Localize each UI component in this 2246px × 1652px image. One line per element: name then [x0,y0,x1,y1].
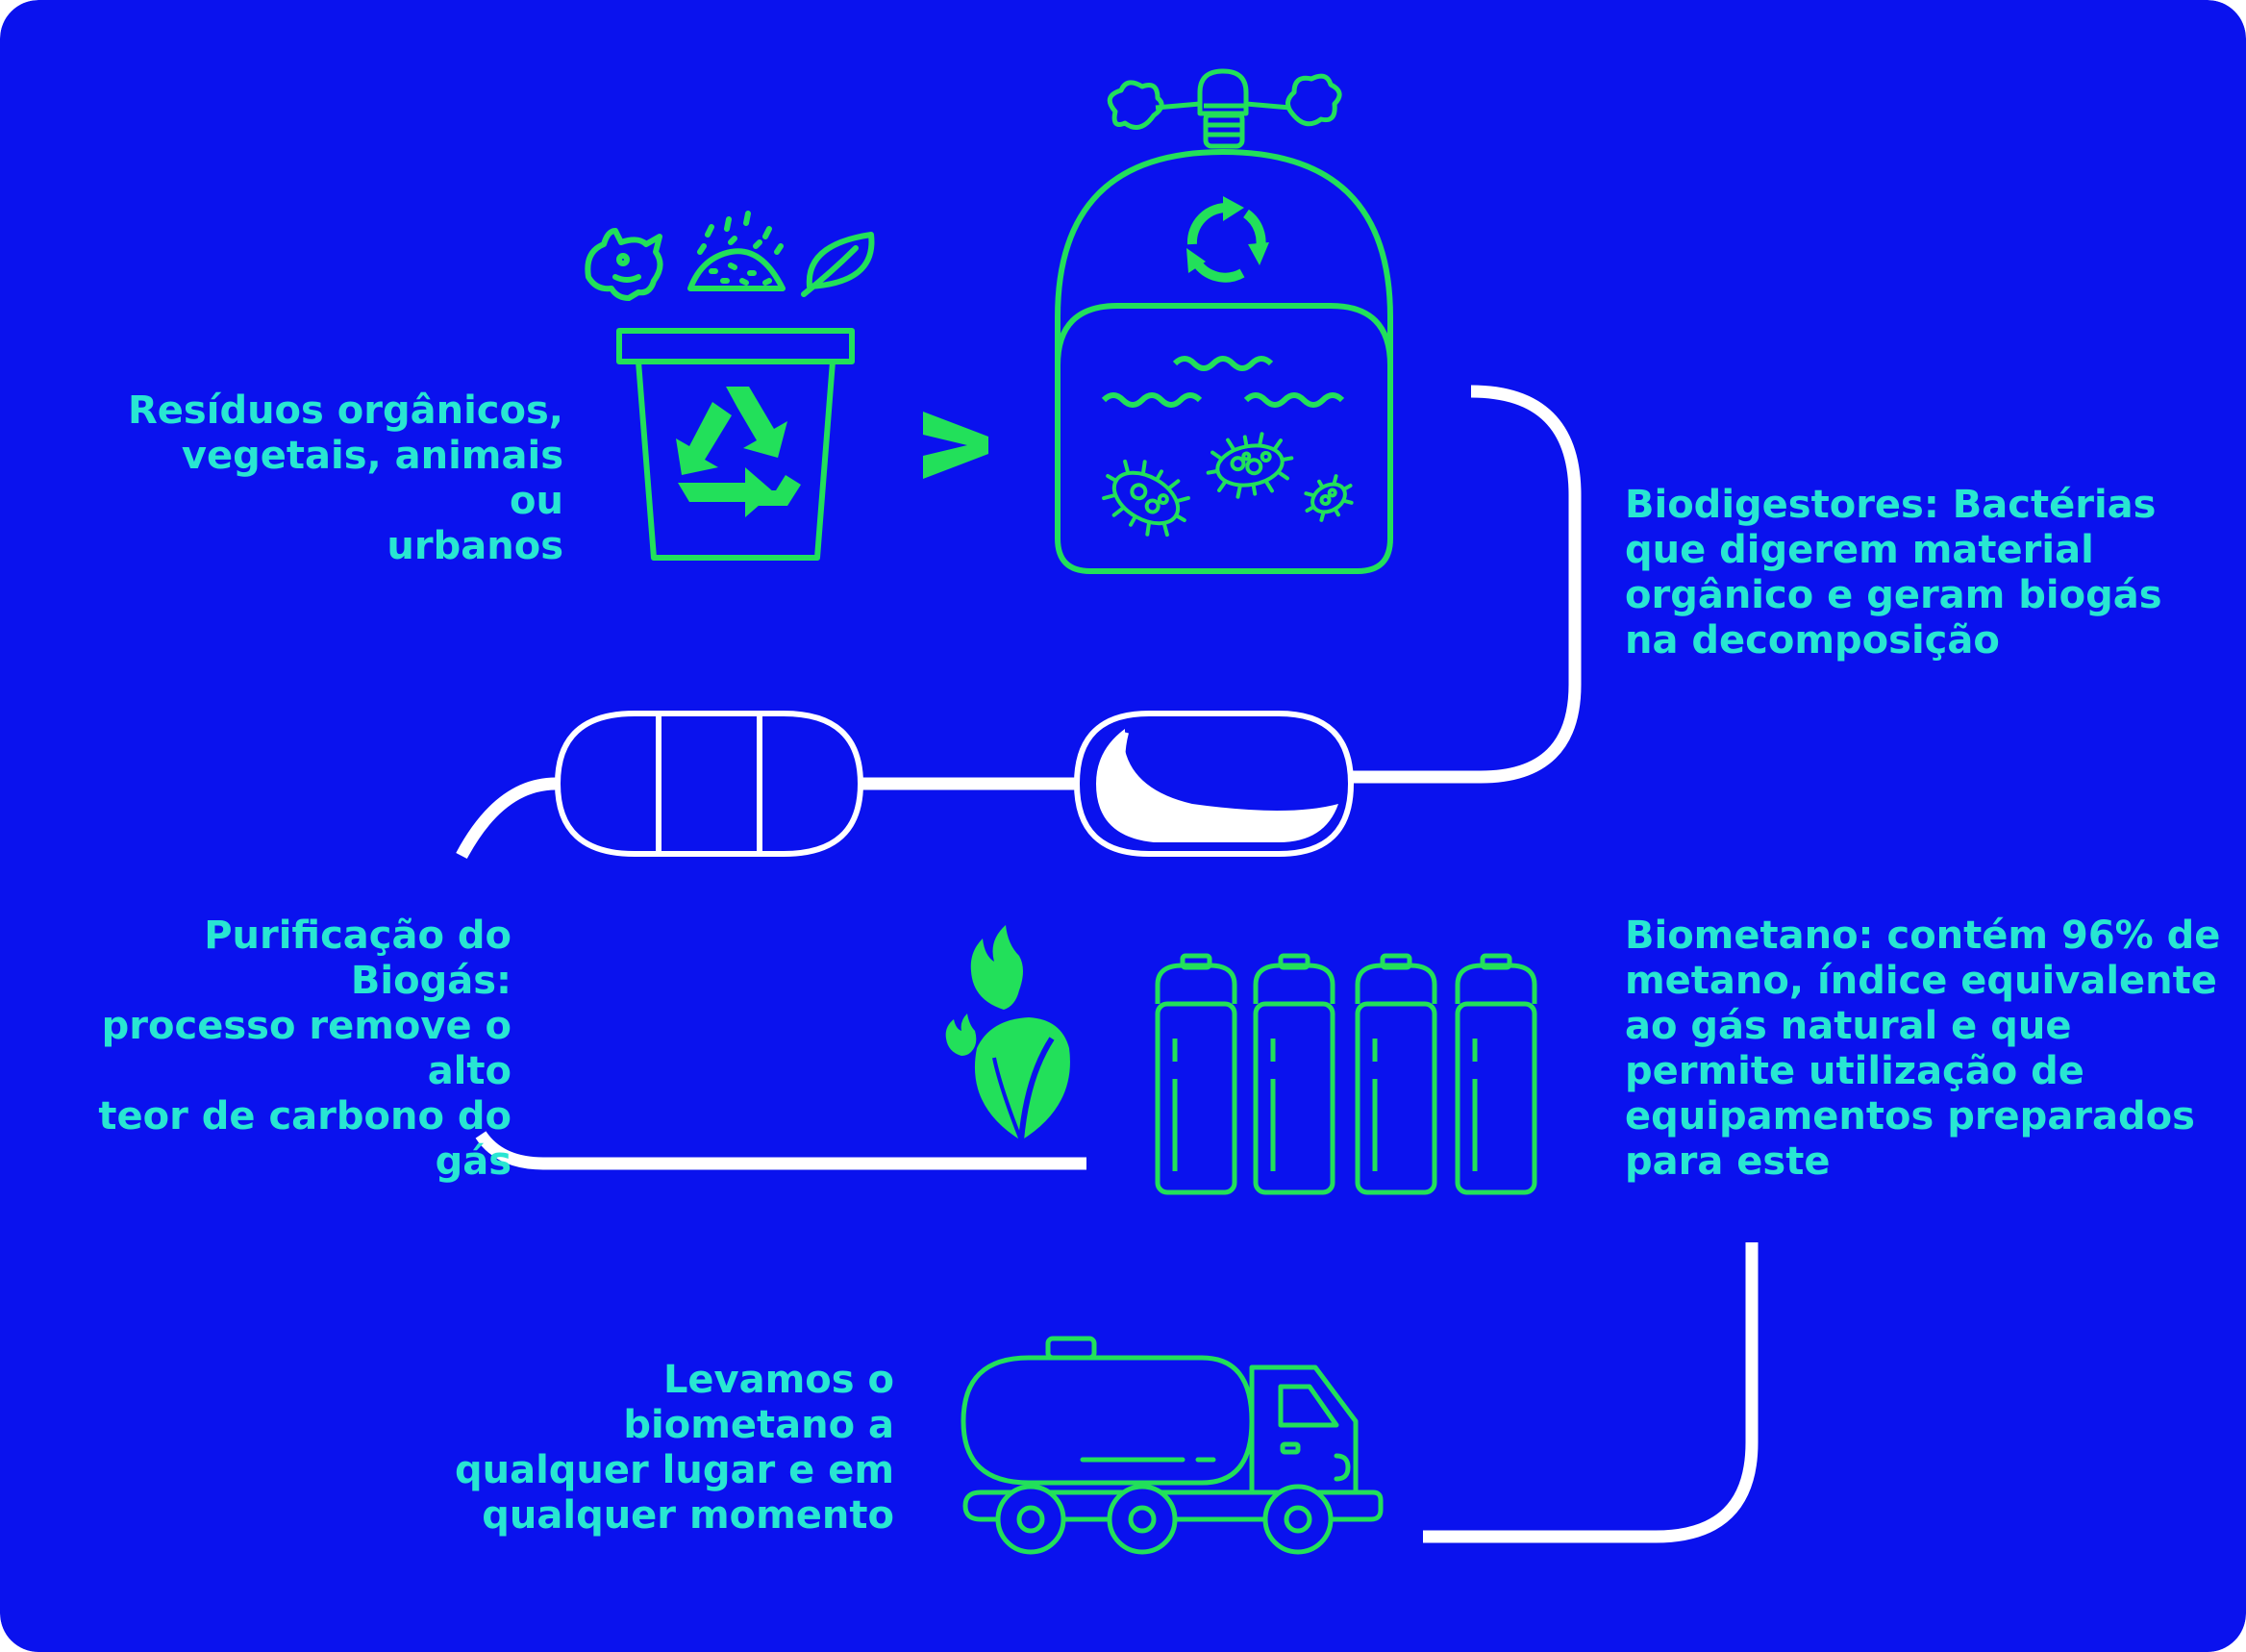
step-purificacao-label: Purificação do Biogás: processo remove o… [98,914,512,1184]
bacteria-icon [1304,474,1354,522]
truck-wheel [1262,1484,1334,1555]
truck-wheel [1107,1484,1178,1555]
gas-cylinder-icon [1253,953,1335,1195]
animal-icon [585,228,663,301]
biodigester-icon [1055,149,1393,574]
arrow-right-icon [923,412,988,479]
gas-cylinder-icon [1455,953,1537,1195]
truck-wheel [995,1484,1066,1555]
leaf-icon [801,232,875,297]
tanker-truck-icon [961,1336,1384,1522]
gas-cylinder-icon [1355,953,1437,1195]
step-transporte-label: Levamos o biometano a qualquer lugar e e… [454,1358,894,1538]
step-biometano-label: Biometano: contém 96% de metano, índice … [1625,914,2221,1184]
compost-icon [687,211,786,291]
recycle-bin-icon [616,328,855,561]
purification-tank-icon [554,711,864,857]
pipe-lines [456,385,1759,1543]
biogas-tank-icon [1073,711,1355,857]
step-biodigestores-label: Biodigestores: Bactérias que digerem mat… [1625,483,2162,663]
bacteria-icon [1206,432,1294,499]
bacteria-icon [1102,459,1190,538]
recycle-symbol-icon [676,387,801,517]
flame-leaf-icon [945,925,1070,1141]
gas-cylinder-icon [1155,953,1237,1195]
gas-valve-icon [1107,68,1342,149]
step-residuos-label: Resíduos orgânicos, vegetais, animais ou… [128,388,563,568]
